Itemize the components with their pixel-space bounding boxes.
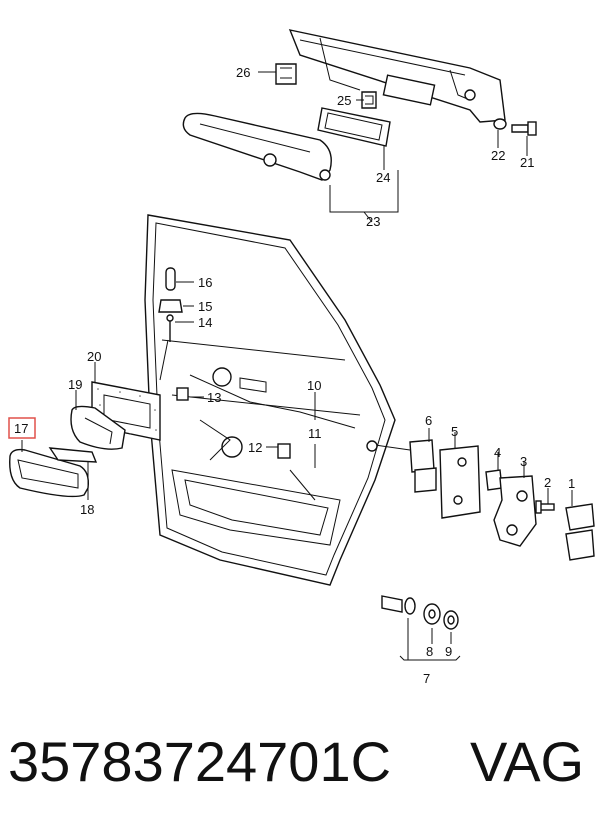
callout-2: 2 — [544, 475, 551, 490]
highlight-box-17 — [8, 417, 36, 439]
leaders-top — [258, 71, 528, 223]
callout-24: 24 — [376, 170, 390, 185]
clip-26 — [275, 63, 297, 85]
brand-label: VAG — [470, 730, 585, 793]
callout-8: 8 — [426, 644, 433, 659]
interior-handle-19 — [70, 405, 126, 450]
callout-14: 14 — [198, 315, 212, 330]
washer-22 — [493, 118, 507, 130]
striker-1 — [565, 490, 595, 561]
callout-9: 9 — [445, 644, 452, 659]
callout-labels: 26 25 22 21 24 23 16 15 14 20 19 13 10 1… — [14, 65, 575, 686]
callout-13: 13 — [207, 390, 221, 405]
door-edge-top — [288, 29, 506, 123]
callout-26: 26 — [236, 65, 250, 80]
leaders-7-9 — [399, 618, 461, 661]
callout-23: 23 — [366, 214, 380, 229]
callout-10: 10 — [307, 378, 321, 393]
callout-20: 20 — [87, 349, 101, 364]
callout-11: 11 — [308, 426, 322, 441]
callout-6: 6 — [425, 413, 432, 428]
lock-knob-16 — [165, 267, 176, 291]
parts-diagram: 26 25 22 21 24 23 16 15 14 20 19 13 10 1… — [8, 29, 595, 686]
washer-9 — [443, 610, 459, 630]
leaders-16-14 — [175, 281, 194, 323]
clip-25 — [361, 91, 377, 109]
exterior-handle — [182, 112, 332, 181]
callout-12: 12 — [248, 440, 262, 455]
lock-cable-6 — [366, 428, 437, 493]
callout-3: 3 — [520, 454, 527, 469]
clip-13 — [176, 387, 204, 401]
door-frame — [144, 214, 396, 586]
handle-trim-17 — [9, 448, 90, 498]
washer-8 — [423, 603, 441, 625]
bolt-8 — [381, 595, 416, 615]
callout-7: 7 — [423, 671, 430, 686]
screw-21 — [511, 121, 537, 136]
callout-19: 19 — [68, 377, 82, 392]
screw-2 — [535, 488, 555, 514]
callout-15: 15 — [198, 299, 212, 314]
handle-gasket — [317, 107, 391, 147]
part-number: 35783724701C — [8, 730, 392, 793]
leaders-17-20 — [21, 362, 96, 500]
callout-4: 4 — [494, 445, 501, 460]
callout-1: 1 — [568, 476, 575, 491]
callout-21: 21 — [520, 155, 534, 170]
lock-body-5 — [439, 432, 481, 519]
callout-25: 25 — [337, 93, 351, 108]
handle-lever-18 — [48, 447, 98, 463]
callout-18: 18 — [80, 502, 94, 517]
lock-rod-14 — [166, 314, 174, 342]
callout-22: 22 — [491, 148, 505, 163]
callout-5: 5 — [451, 424, 458, 439]
latch-3 — [493, 462, 537, 547]
callout-16: 16 — [198, 275, 212, 290]
callout-17: 17 — [14, 421, 28, 436]
knob-guide-15 — [158, 299, 183, 313]
clip-12 — [266, 443, 291, 459]
